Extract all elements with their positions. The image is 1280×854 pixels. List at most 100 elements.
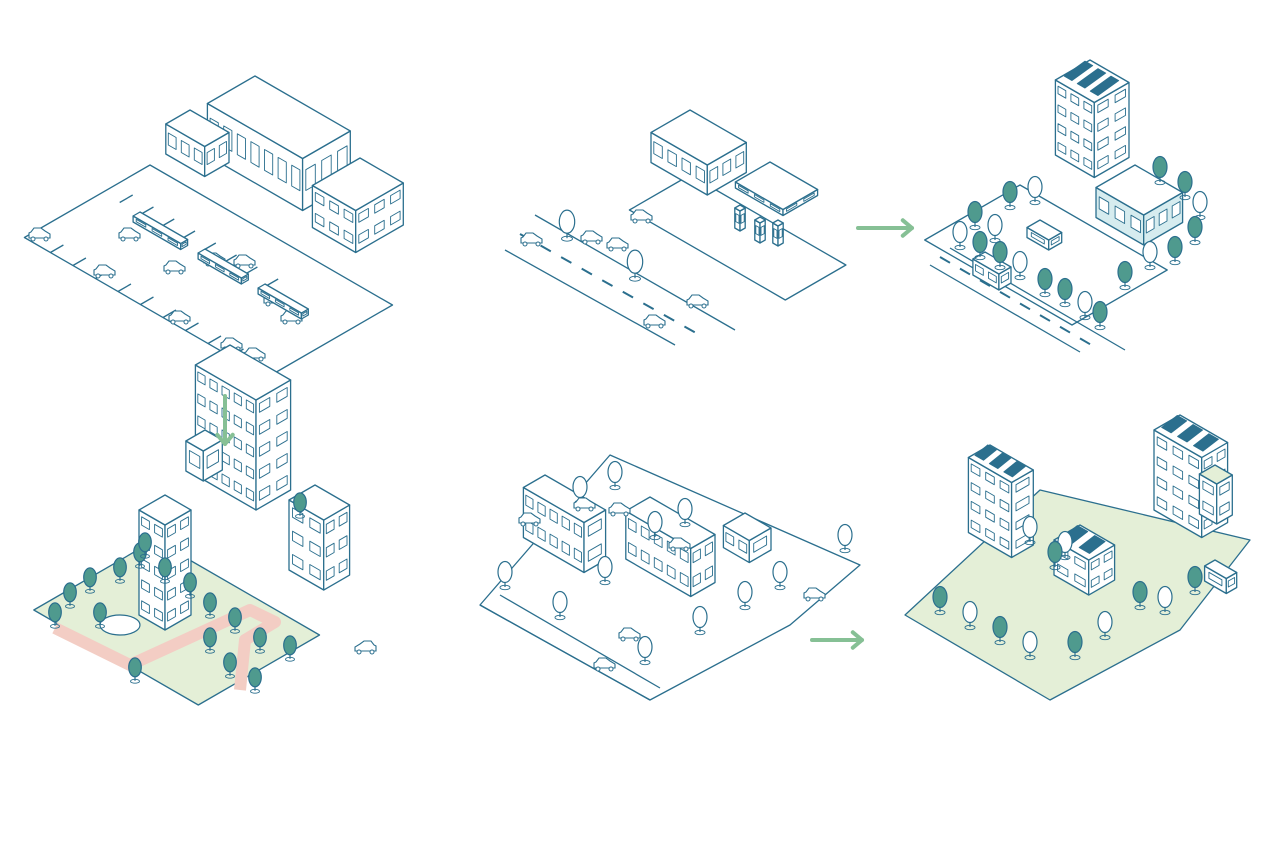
tree <box>626 249 644 282</box>
tree-base <box>140 553 150 559</box>
window <box>692 572 701 588</box>
building-roof <box>754 216 766 224</box>
window <box>1103 567 1113 581</box>
tree-canopy <box>1177 170 1193 194</box>
window <box>258 463 271 479</box>
tree-canopy <box>158 557 172 578</box>
building-roof <box>206 75 351 160</box>
window <box>374 219 385 235</box>
tree-canopy <box>203 592 217 613</box>
building-roof <box>1198 464 1233 485</box>
window <box>236 133 246 160</box>
window <box>1172 485 1184 500</box>
car-wheel <box>633 636 639 642</box>
tree-base <box>994 639 1006 646</box>
tree-base <box>1154 179 1166 186</box>
tree-base <box>1189 239 1201 246</box>
fuel-canopy <box>734 161 819 217</box>
car-wheel <box>608 666 614 672</box>
bus <box>1203 559 1238 595</box>
window <box>309 540 321 557</box>
window <box>1070 130 1080 144</box>
window <box>141 579 150 594</box>
tree-canopy <box>1167 235 1183 259</box>
sidewalk-edge <box>479 604 651 701</box>
window <box>735 151 745 169</box>
solar-panel <box>988 452 1012 470</box>
car-body <box>354 640 377 652</box>
window <box>343 229 354 244</box>
window <box>167 586 176 601</box>
window <box>549 508 558 524</box>
window <box>141 516 150 531</box>
car-wheel <box>183 319 189 325</box>
window <box>1070 149 1080 163</box>
car-wheel <box>623 511 629 517</box>
window <box>1083 119 1093 133</box>
convenience-store <box>650 109 747 196</box>
car-body <box>686 294 709 306</box>
window <box>573 547 582 563</box>
tree-base <box>1039 291 1051 298</box>
window <box>561 540 570 556</box>
window <box>325 566 335 581</box>
tree-base <box>160 578 170 584</box>
window <box>985 471 995 486</box>
tree <box>1027 175 1043 206</box>
building-roof <box>311 157 404 212</box>
window <box>188 450 201 469</box>
window <box>679 572 689 588</box>
tree <box>48 602 62 629</box>
tree-base <box>739 604 751 611</box>
tree <box>293 492 307 519</box>
window <box>154 607 163 622</box>
window <box>1156 476 1168 491</box>
tree-canopy <box>128 657 142 678</box>
window <box>180 537 189 552</box>
tree <box>1092 300 1108 331</box>
tree-base <box>285 656 295 662</box>
window <box>704 565 713 581</box>
window <box>233 458 242 473</box>
window <box>314 212 325 228</box>
window <box>1057 85 1067 99</box>
window <box>627 542 637 558</box>
car-body <box>520 232 543 244</box>
window <box>970 482 981 496</box>
tree <box>1167 235 1183 266</box>
car-wheel <box>282 319 288 325</box>
window <box>985 509 995 523</box>
car <box>593 657 616 672</box>
arrow-down <box>215 394 235 446</box>
tree-canopy <box>1092 300 1108 324</box>
scene-dense-infill <box>904 414 1251 701</box>
window <box>653 141 663 159</box>
building-roof <box>722 512 772 542</box>
arrow-right-top <box>856 218 914 238</box>
tree-base <box>130 678 140 684</box>
car-wheel <box>645 323 651 329</box>
window <box>245 465 255 480</box>
window <box>245 421 255 436</box>
window <box>1156 496 1168 511</box>
window <box>1015 495 1030 512</box>
parking-stripe <box>72 257 87 267</box>
tree-base <box>205 648 215 654</box>
car-wheel <box>522 241 528 247</box>
tree-canopy <box>1077 290 1093 314</box>
window <box>338 535 348 550</box>
car-body <box>630 209 653 221</box>
window <box>276 409 288 425</box>
tree-base <box>649 534 661 541</box>
road-lane-dash <box>1059 325 1071 334</box>
window <box>181 241 187 248</box>
window <box>193 147 203 165</box>
window <box>735 213 740 224</box>
car-wheel <box>658 323 664 329</box>
window <box>338 511 348 527</box>
tree-canopy <box>607 460 623 484</box>
car-wheel <box>248 263 254 269</box>
road-lane-dash <box>581 267 593 276</box>
road-lane-dash <box>601 279 613 287</box>
window <box>277 156 287 184</box>
